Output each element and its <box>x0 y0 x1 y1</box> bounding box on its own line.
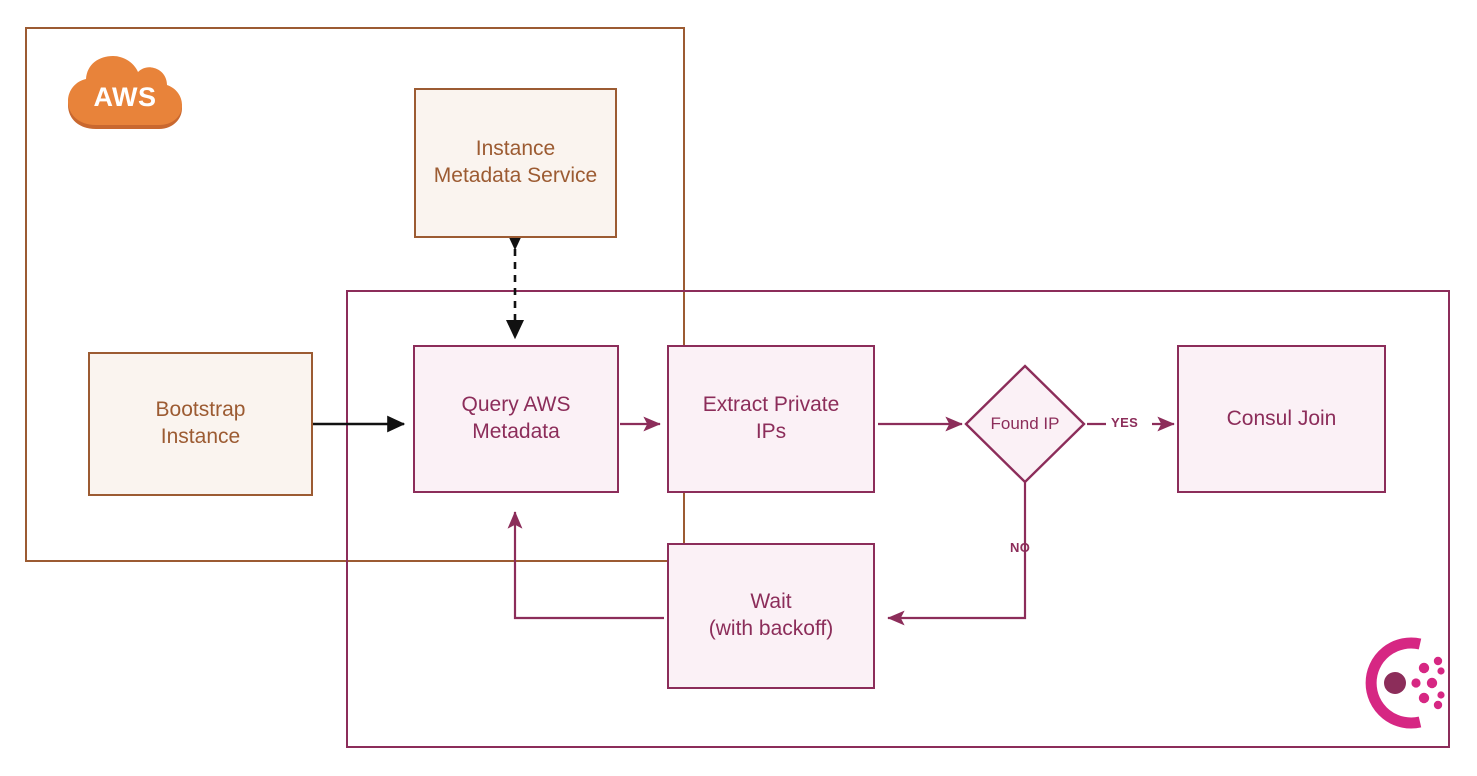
node-query-aws-metadata-label: Query AWS Metadata <box>461 393 571 443</box>
node-found-ip-decision[interactable]: Found IP <box>963 363 1087 485</box>
edge-label-yes: YES <box>1111 415 1139 430</box>
node-extract-private-ips-label: Extract Private IPs <box>702 393 840 443</box>
node-instance-metadata-service[interactable]: Instance Metadata Service <box>414 88 617 238</box>
node-consul-join-label: Consul Join <box>1226 406 1337 430</box>
aws-cloud-icon: AWS <box>66 55 184 135</box>
node-extract-private-ips[interactable]: Extract Private IPs <box>667 345 875 493</box>
node-wait-with-backoff-label: Wait (with backoff) <box>708 590 834 640</box>
found-ip-diamond-shape <box>964 364 1086 484</box>
node-wait-with-backoff[interactable]: Wait (with backoff) <box>667 543 875 689</box>
consul-logo-icon <box>1352 630 1458 736</box>
node-bootstrap-instance-label: Bootstrap Instance <box>155 398 246 448</box>
node-query-aws-metadata[interactable]: Query AWS Metadata <box>413 345 619 493</box>
aws-boundary-container <box>25 27 685 562</box>
node-instance-metadata-service-label: Instance Metadata Service <box>433 137 598 187</box>
node-bootstrap-instance[interactable]: Bootstrap Instance <box>88 352 313 496</box>
node-consul-join[interactable]: Consul Join <box>1177 345 1386 493</box>
consul-boundary-container <box>346 290 1450 748</box>
node-found-ip-label: Found IP <box>990 414 1060 433</box>
aws-logo-text: AWS <box>93 81 157 112</box>
edge-label-no: NO <box>1010 540 1031 555</box>
